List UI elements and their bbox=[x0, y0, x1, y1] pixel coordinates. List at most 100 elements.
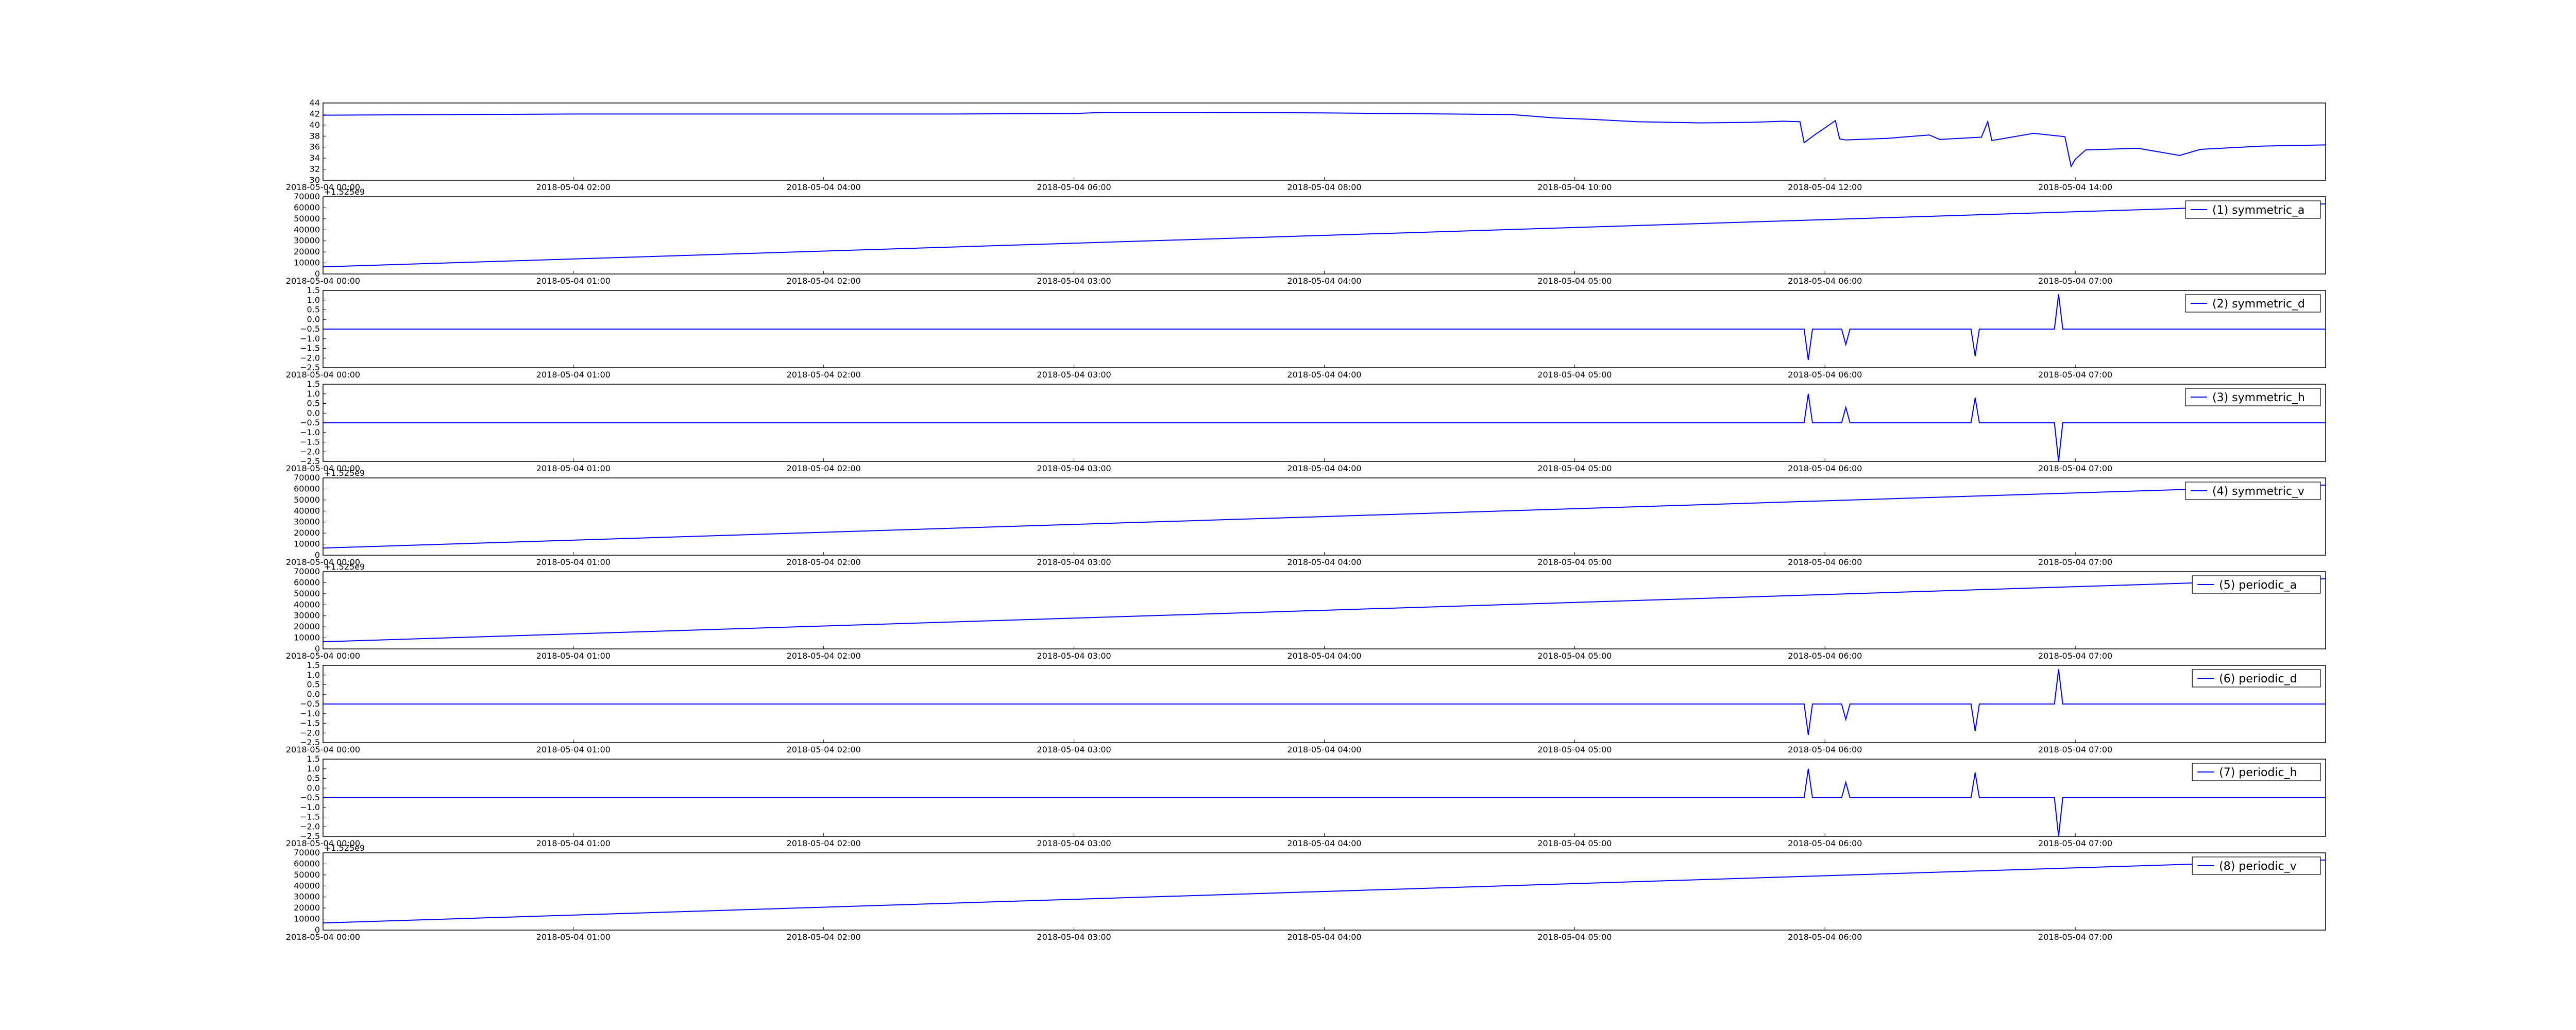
x-tick-label: 2018-05-04 07:00 bbox=[2038, 651, 2112, 661]
y-tick-label: 50000 bbox=[294, 870, 320, 880]
x-tick-label: 2018-05-04 04:00 bbox=[787, 182, 861, 192]
y-tick-label: −2.5 bbox=[300, 456, 320, 466]
y-tick-label: −0.5 bbox=[300, 699, 320, 709]
x-tick-label: 2018-05-04 06:00 bbox=[1788, 464, 1862, 473]
x-tick-label: 2018-05-04 07:00 bbox=[2038, 838, 2112, 848]
x-tick-label: 2018-05-04 03:00 bbox=[1037, 370, 1111, 380]
axes-frame bbox=[323, 196, 2326, 274]
x-tick-label: 2018-05-04 00:00 bbox=[286, 838, 360, 848]
y-tick-label: −1.0 bbox=[300, 802, 320, 812]
x-tick-label: 2018-05-04 01:00 bbox=[536, 745, 611, 754]
x-tick-label: 2018-05-04 04:00 bbox=[1287, 276, 1361, 286]
y-tick-label: 1.0 bbox=[307, 389, 320, 399]
y-tick-label: −1.5 bbox=[300, 344, 320, 353]
y-offset-label: +1.525e9 bbox=[324, 187, 365, 197]
y-tick-label: −1.0 bbox=[300, 334, 320, 344]
legend-label: (6) periodic_d bbox=[2219, 673, 2297, 685]
y-tick-label: 70000 bbox=[294, 192, 320, 201]
axes-frame bbox=[323, 102, 2326, 181]
y-tick-label: 60000 bbox=[294, 202, 320, 212]
series-line-4-symmetric-v bbox=[323, 484, 2326, 549]
x-tick-label: 2018-05-04 01:00 bbox=[536, 370, 611, 380]
y-tick-label: 0.5 bbox=[307, 774, 320, 783]
x-tick-label: 2018-05-04 06:00 bbox=[1788, 932, 1862, 942]
x-tick-label: 2018-05-04 07:00 bbox=[2038, 932, 2112, 942]
x-tick-label: 2018-05-04 07:00 bbox=[2038, 370, 2112, 380]
legend-label: (3) symmetric_h bbox=[2212, 391, 2305, 404]
x-tick-label: 2018-05-04 01:00 bbox=[536, 932, 611, 942]
y-tick-label: 0.0 bbox=[307, 783, 320, 793]
y-tick-label: 70000 bbox=[294, 848, 320, 857]
panel-7: −2.5−2.0−1.5−1.0−0.50.00.51.01.52018-05-… bbox=[286, 660, 2326, 754]
y-tick-label: −2.0 bbox=[300, 447, 320, 456]
legend-label: (5) periodic_a bbox=[2219, 579, 2297, 592]
x-tick-label: 2018-05-04 02:00 bbox=[536, 182, 611, 192]
y-tick-label: 34 bbox=[310, 153, 320, 163]
x-tick-label: 2018-05-04 01:00 bbox=[536, 464, 611, 473]
y-tick-label: 40000 bbox=[294, 225, 320, 234]
x-tick-label: 2018-05-04 02:00 bbox=[787, 464, 861, 473]
y-tick-label: −1.0 bbox=[300, 427, 320, 437]
x-tick-label: 2018-05-04 06:00 bbox=[1788, 651, 1862, 661]
x-tick-label: 2018-05-04 03:00 bbox=[1037, 557, 1111, 567]
x-tick-label: 2018-05-04 07:00 bbox=[2038, 745, 2112, 754]
y-tick-label: 0 bbox=[315, 550, 320, 560]
series-line-5-periodic-a bbox=[323, 578, 2326, 643]
x-tick-label: 2018-05-04 06:00 bbox=[1788, 370, 1862, 380]
panel-6: 0100002000030000400005000060000700002018… bbox=[286, 562, 2326, 661]
y-tick-label: 1.5 bbox=[307, 379, 320, 389]
x-tick-label: 2018-05-04 02:00 bbox=[787, 370, 861, 380]
legend-label: (8) periodic_v bbox=[2219, 860, 2296, 873]
x-tick-label: 2018-05-04 02:00 bbox=[787, 932, 861, 942]
legend: (7) periodic_h bbox=[2192, 763, 2321, 781]
x-tick-label: 2018-05-04 00:00 bbox=[286, 464, 360, 473]
y-tick-label: 38 bbox=[310, 131, 320, 141]
x-tick-label: 2018-05-04 02:00 bbox=[787, 651, 861, 661]
x-tick-label: 2018-05-04 07:00 bbox=[2038, 464, 2112, 473]
y-tick-label: 60000 bbox=[294, 577, 320, 587]
y-tick-label: 30 bbox=[310, 175, 320, 185]
x-tick-label: 2018-05-04 04:00 bbox=[1287, 745, 1361, 754]
y-tick-label: 50000 bbox=[294, 214, 320, 224]
y-tick-label: 70000 bbox=[294, 566, 320, 576]
panel-3: −2.5−2.0−1.5−1.0−0.50.00.51.01.52018-05-… bbox=[286, 285, 2326, 380]
y-tick-label: 1.5 bbox=[307, 285, 320, 295]
y-offset-label: +1.525e9 bbox=[324, 562, 365, 572]
y-tick-label: 60000 bbox=[294, 484, 320, 493]
x-tick-label: 2018-05-04 00:00 bbox=[286, 651, 360, 661]
y-tick-label: 40000 bbox=[294, 506, 320, 516]
y-tick-label: 10000 bbox=[294, 258, 320, 268]
y-tick-label: −0.5 bbox=[300, 418, 320, 427]
x-tick-label: 2018-05-04 06:00 bbox=[1788, 745, 1862, 754]
series-line-2-symmetric-d bbox=[323, 294, 2326, 360]
y-tick-label: −2.5 bbox=[300, 363, 320, 372]
x-tick-label: 2018-05-04 05:00 bbox=[1537, 370, 1612, 380]
y-tick-label: 30000 bbox=[294, 892, 320, 902]
y-tick-label: 0.5 bbox=[307, 399, 320, 408]
y-tick-label: 36 bbox=[310, 142, 320, 152]
x-tick-label: 2018-05-04 00:00 bbox=[286, 932, 360, 942]
x-tick-label: 2018-05-04 04:00 bbox=[1287, 838, 1361, 848]
y-tick-label: 44 bbox=[310, 98, 320, 108]
y-tick-label: 0.5 bbox=[307, 305, 320, 315]
x-tick-label: 2018-05-04 03:00 bbox=[1037, 276, 1111, 286]
legend: (6) periodic_d bbox=[2192, 669, 2321, 688]
panel-5: 0100002000030000400005000060000700002018… bbox=[286, 468, 2326, 567]
panel-2: 0100002000030000400005000060000700002018… bbox=[286, 187, 2326, 286]
x-tick-label: 2018-05-04 05:00 bbox=[1537, 464, 1612, 473]
y-tick-label: 10000 bbox=[294, 914, 320, 924]
x-tick-label: 2018-05-04 00:00 bbox=[286, 745, 360, 754]
series-line-3-symmetric-h bbox=[323, 393, 2326, 462]
panel-9: 0100002000030000400005000060000700002018… bbox=[286, 843, 2326, 942]
legend-box bbox=[2192, 856, 2321, 875]
x-tick-label: 2018-05-04 04:00 bbox=[1287, 932, 1361, 942]
y-tick-label: 40 bbox=[310, 120, 320, 130]
x-tick-label: 2018-05-04 01:00 bbox=[536, 557, 611, 567]
x-tick-label: 2018-05-04 00:00 bbox=[286, 557, 360, 567]
y-tick-label: −1.5 bbox=[300, 812, 320, 822]
y-tick-label: 30000 bbox=[294, 517, 320, 527]
y-tick-label: 0 bbox=[315, 269, 320, 279]
axes-frame bbox=[323, 852, 2326, 931]
y-tick-label: 0.0 bbox=[307, 408, 320, 418]
